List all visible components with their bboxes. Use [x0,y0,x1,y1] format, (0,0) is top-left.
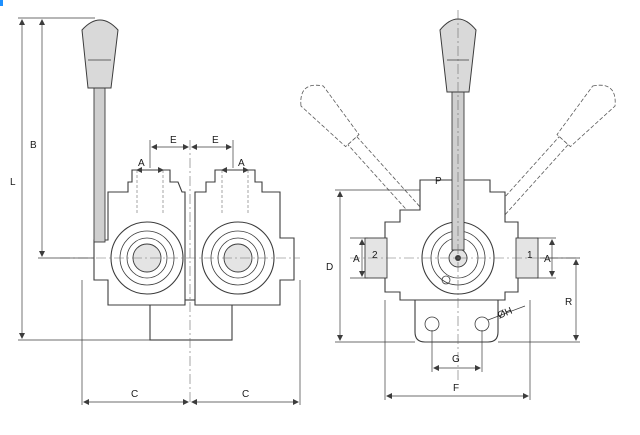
front-view-dimensions: L B E E A A C C [10,17,301,405]
lever-knob [81,19,119,89]
side-view-dimensions: D A 2 A 1 P R ØH G F [326,176,580,400]
front-view [60,19,300,405]
dim-label-G: G [452,354,460,365]
dim-label-A-top-left: A [138,158,145,169]
dim-label-E-right: E [212,135,219,146]
dim-label-L: L [10,177,16,188]
port-label-P: P [435,176,442,187]
dim-label-D: D [326,262,333,273]
base-plate [149,299,233,341]
corner-accent [0,0,3,6]
lever-shaft [93,81,106,243]
dim-label-C-left: C [131,389,138,400]
dim-label-R: R [565,297,572,308]
dim-label-F: F [453,383,459,394]
dim-label-H: ØH [496,306,514,322]
dim-label-A-side-left: A [353,254,360,265]
dim-label-A-side-right: A [544,254,551,265]
dim-label-B: B [30,140,37,151]
dim-label-E-left: E [170,135,177,146]
dim-label-C-right: C [242,389,249,400]
dim-label-A-top-right: A [238,158,245,169]
port-label-2: 2 [372,250,378,261]
mounting-flange [414,295,499,343]
side-view [300,10,616,380]
port-label-1: 1 [527,250,533,261]
